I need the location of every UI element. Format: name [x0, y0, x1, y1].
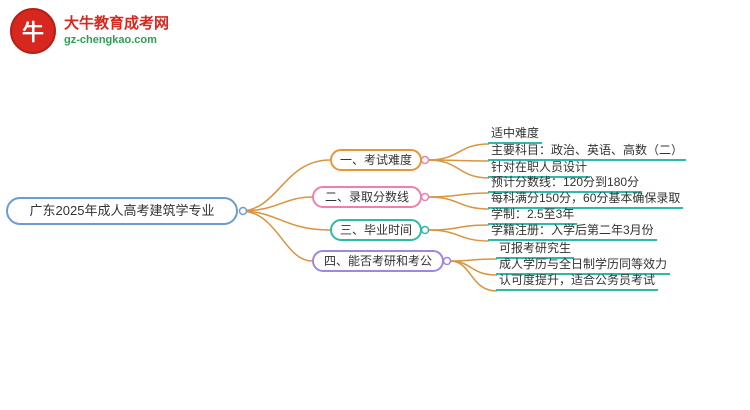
branch-node-admission-score[interactable]: 二、录取分数线	[312, 186, 422, 208]
bull-icon: 牛	[10, 8, 56, 54]
branch-node-graduation-time[interactable]: 三、毕业时间	[330, 219, 422, 241]
logo-title: 大牛教育成考网	[64, 14, 170, 32]
root-node[interactable]: 广东2025年成人高考建筑学专业	[6, 197, 238, 225]
leaf-item[interactable]: 学制：2.5至3年	[488, 207, 578, 225]
leaf-item[interactable]: 预计分数线：120分到180分	[488, 175, 643, 193]
site-logo: 牛 大牛教育成考网 gz-chengkao.com	[10, 8, 169, 54]
leaf-item[interactable]: 针对在职人员设计	[488, 160, 591, 178]
logo-url: gz-chengkao.com	[64, 33, 157, 46]
leaf-item[interactable]: 认可度提升，适合公务员考试	[496, 273, 659, 291]
leaf-item[interactable]: 每科满分150分，60分基本确保录取	[488, 191, 684, 209]
leaf-item[interactable]: 成人学历与全日制学历同等效力	[496, 257, 671, 275]
leaf-item[interactable]: 主要科目：政治、英语、高数（二）	[488, 143, 687, 161]
leaf-item[interactable]: 适中难度	[488, 126, 543, 144]
leaf-item[interactable]: 学籍注册：入学后第二年3月份	[488, 223, 657, 241]
branch-node-exam-difficulty[interactable]: 一、考试难度	[330, 149, 422, 171]
branch-node-postgrad-civil-service[interactable]: 四、能否考研和考公	[312, 250, 444, 272]
leaf-item[interactable]: 可报考研究生	[496, 241, 575, 259]
